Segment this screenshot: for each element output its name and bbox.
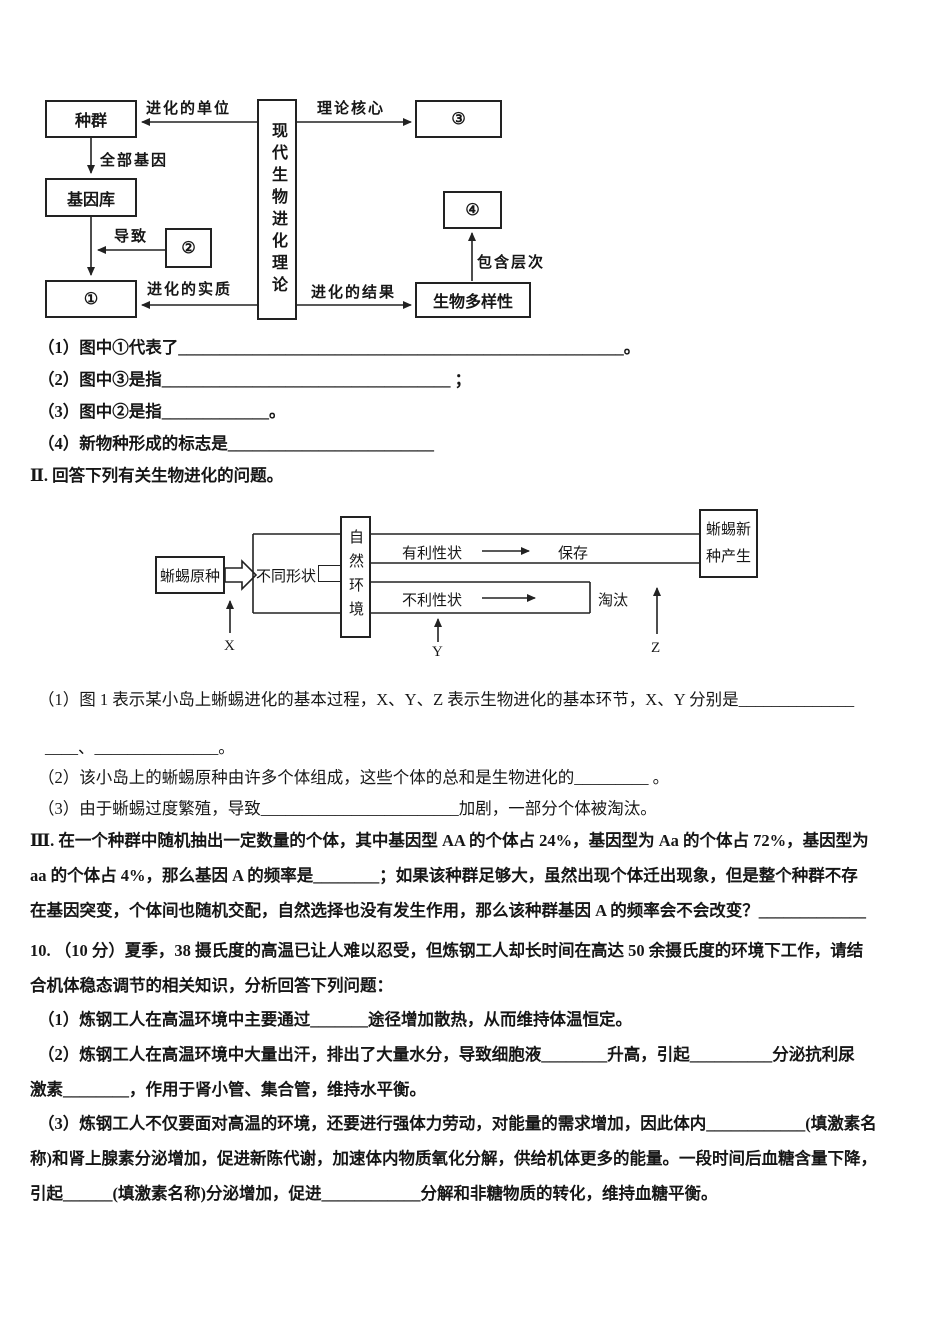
sec2-q1-line2: ____、_______________。 bbox=[45, 738, 235, 757]
sec3-line2: aa 的个体占 4%，那么基因 A 的频率是________；如果该种群足够大，… bbox=[30, 866, 858, 885]
q10-item2-line1: （2）炼钢工人在高温环境中大量出汗，排出了大量水分，导致细胞液________升… bbox=[38, 1045, 855, 1064]
d1-label-unit: 进化的单位 bbox=[146, 101, 232, 117]
d2-label-shapes: 不同形状 bbox=[256, 569, 317, 585]
sec2-q2: （2）该小岛上的蜥蜴原种由许多个体组成，这些个体的总和是生物进化的_______… bbox=[38, 768, 670, 787]
d2-label-unfavorable: 不利性状 bbox=[402, 593, 463, 609]
d1-label-levels: 包含层次 bbox=[477, 255, 546, 271]
d2-box-nature: 自然环境 bbox=[340, 516, 371, 638]
d1-label-core: 理论核心 bbox=[317, 101, 386, 117]
q10-item3-line2: 称)和肾上腺素分泌增加，促进新陈代谢，加速体内物质氧化分解，供给机体更多的能量。… bbox=[30, 1149, 877, 1168]
d1-box-gene-pool: 基因库 bbox=[45, 178, 137, 217]
d2-label-preserved: 保存 bbox=[558, 546, 589, 562]
d2-label-favorable: 有利性状 bbox=[402, 546, 463, 562]
section2-heading: Ⅱ. 回答下列有关生物进化的问题。 bbox=[30, 466, 284, 485]
d1-box-1: ① bbox=[45, 280, 137, 318]
d1-label-all-genes: 全部基因 bbox=[100, 153, 169, 169]
sec2-q3: （3）由于蜥蜴过度繁殖，导致________________________加剧… bbox=[38, 799, 657, 818]
d1-box-4: ④ bbox=[443, 191, 502, 229]
q10-item1: （1）炼钢工人在高温环境中主要通过_______途径增加散热，从而维持体温恒定。 bbox=[38, 1010, 632, 1029]
q10-item3-line3: 引起______(填激素名称)分泌增加，促进____________分解和非糖物… bbox=[30, 1184, 718, 1203]
q10-item2-line2: 激素________，作用于肾小管、集合管，维持水平衡。 bbox=[30, 1080, 426, 1099]
d2-label-x: X bbox=[224, 638, 235, 654]
diagram1-arrows bbox=[87, 118, 476, 309]
d1-box-biodiversity: 生物多样性 bbox=[415, 282, 531, 318]
d2-label-y: Y bbox=[432, 644, 443, 660]
hollow-arrow-icon bbox=[224, 559, 258, 591]
sec3-line1: Ⅲ. 在一个种群中随机抽出一定数量的个体，其中基因型 AA 的个体占 24%，基… bbox=[30, 831, 869, 850]
d2-label-z: Z bbox=[651, 640, 661, 656]
d2-label-eliminated: 淘汰 bbox=[598, 593, 629, 609]
q9-item2: （2）图中③是指________________________________… bbox=[38, 370, 472, 389]
d1-label-result: 进化的结果 bbox=[311, 285, 397, 301]
sec3-line3: 在基因突变，个体间也随机交配，自然选择也没有发生作用，那么该种群基因 A 的频率… bbox=[30, 901, 867, 920]
d1-label-cause: 导致 bbox=[114, 229, 149, 245]
d2-box-new-species: 蜥蜴新种产生 bbox=[699, 509, 758, 578]
d1-box-theory: 现代生物进化理论 bbox=[257, 99, 297, 320]
d1-label-essence: 进化的实质 bbox=[147, 282, 233, 298]
d1-box-3: ③ bbox=[415, 100, 502, 138]
d1-box-population: 种群 bbox=[45, 100, 137, 138]
q9-item3: （3）图中②是指_____________。 bbox=[38, 402, 286, 421]
q10-line1: 10. （10 分）夏季，38 摄氏度的高温已让人难以忍受，但炼钢工人却长时间在… bbox=[30, 941, 864, 960]
d2-box-origin: 蜥蜴原种 bbox=[155, 556, 225, 594]
diagram2-lines bbox=[224, 533, 699, 642]
d1-box-2: ② bbox=[165, 228, 212, 268]
q10-line2: 合机体稳态调节的相关知识，分析回答下列问题： bbox=[30, 976, 393, 995]
q9-item4: （4）新物种形成的标志是_________________________ bbox=[38, 434, 434, 453]
q10-item3-line1: （3）炼钢工人不仅要面对高温的环境，还要进行强体力劳动，对能量的需求增加，因此体… bbox=[38, 1114, 877, 1133]
q9-item1: （1）图中①代表了_______________________________… bbox=[38, 338, 641, 357]
sec2-q1-line1: （1）图 1 表示某小岛上蜥蜴进化的基本过程，X、Y、Z 表示生物进化的基本环节… bbox=[38, 690, 855, 709]
